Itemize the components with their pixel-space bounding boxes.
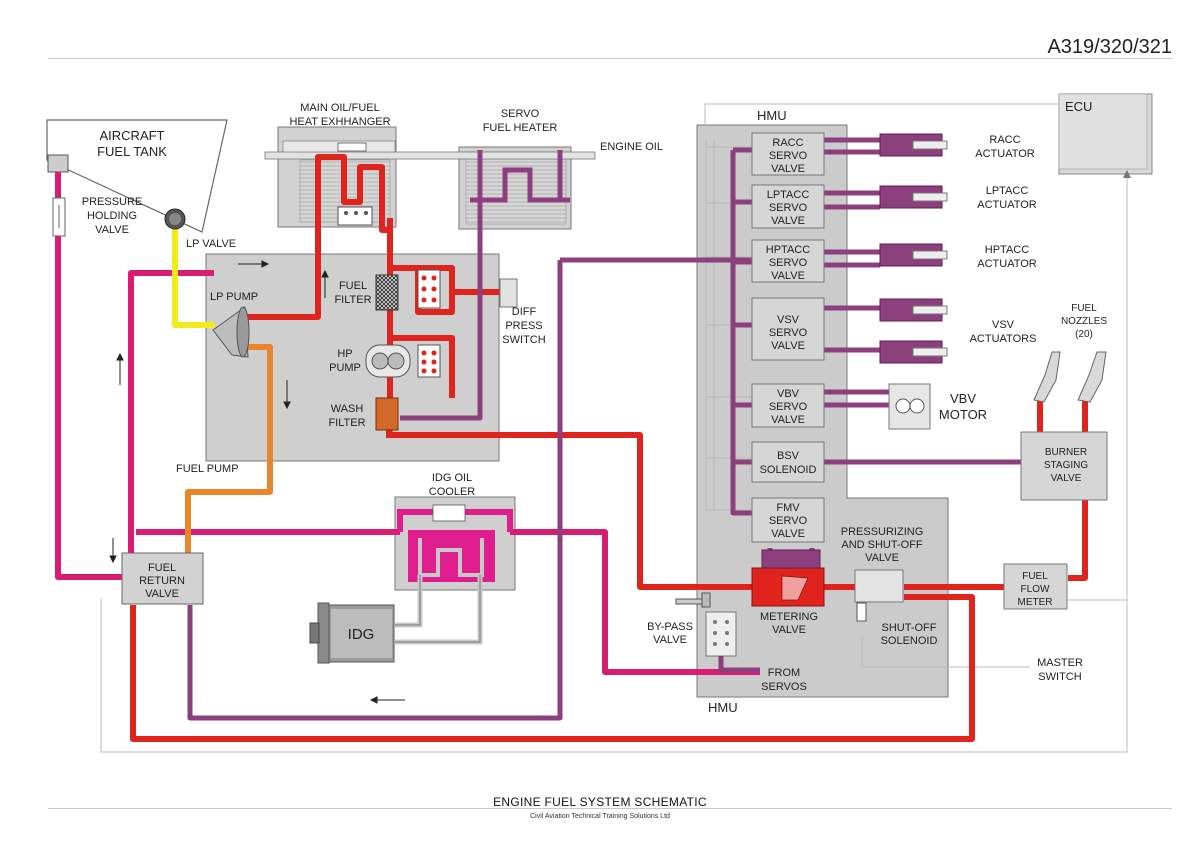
hp-relief-valve <box>417 344 441 378</box>
racc-servo-valve-box <box>751 132 825 176</box>
wash-filter <box>375 397 399 431</box>
hx-bypass-valve <box>337 206 373 226</box>
engine-oil-tube <box>264 151 596 160</box>
fuel-pump-label: FUEL PUMP <box>176 463 239 475</box>
idg <box>309 602 395 664</box>
pressurizing-shutoff-valve <box>854 569 904 603</box>
fuel-filter <box>375 274 399 311</box>
lp-valve-label: LP VALVE <box>186 238 236 250</box>
fmv-servo-valve-box <box>751 497 825 543</box>
lp-supply-line <box>172 225 215 328</box>
bypass-valve <box>705 611 737 657</box>
idg-label: IDG <box>348 626 375 643</box>
diff-press-switch <box>499 278 518 308</box>
hmu-bottom-label: HMU <box>708 700 738 715</box>
ecu-label: ECU <box>1065 99 1092 114</box>
vsv-servo-valve-box <box>751 297 825 361</box>
hp-fuel-lines <box>130 154 1088 742</box>
burner-staging-valve-box <box>1020 431 1108 501</box>
hmu-internal-lines <box>705 140 752 511</box>
aircraft-fuel-tank <box>46 119 228 233</box>
fuel-return-valve-box <box>121 552 204 605</box>
actuators <box>879 133 948 364</box>
hmu-top-label: HMU <box>757 108 787 123</box>
document-title: A319/320/321 <box>1047 36 1172 58</box>
footer-rule <box>48 808 1172 809</box>
lptacc-servo-valve-box <box>751 184 825 229</box>
bsv-solenoid-box <box>751 441 825 483</box>
lp-pump-outlet-line <box>185 344 273 555</box>
servo-fuel-lines <box>187 137 1022 721</box>
diagram-credit: Civil Aviation Technical Training Soluti… <box>530 813 670 820</box>
flow-arrows <box>109 260 405 704</box>
hptacc-servo-valve-box <box>751 239 825 283</box>
tank-outlet-block <box>47 154 69 173</box>
fuel-nozzles-icon <box>1033 351 1107 403</box>
vbv-servo-valve-box <box>751 383 825 428</box>
fuel-flow-meter-box <box>1003 563 1068 610</box>
header-rule <box>48 58 1172 59</box>
lp-pump-label: LP PUMP <box>210 291 258 303</box>
diagram-title: ENGINE FUEL SYSTEM SCHEMATIC <box>493 795 707 809</box>
filter-bypass-valve <box>417 269 441 309</box>
engine-oil-label: ENGINE OIL <box>600 141 663 153</box>
